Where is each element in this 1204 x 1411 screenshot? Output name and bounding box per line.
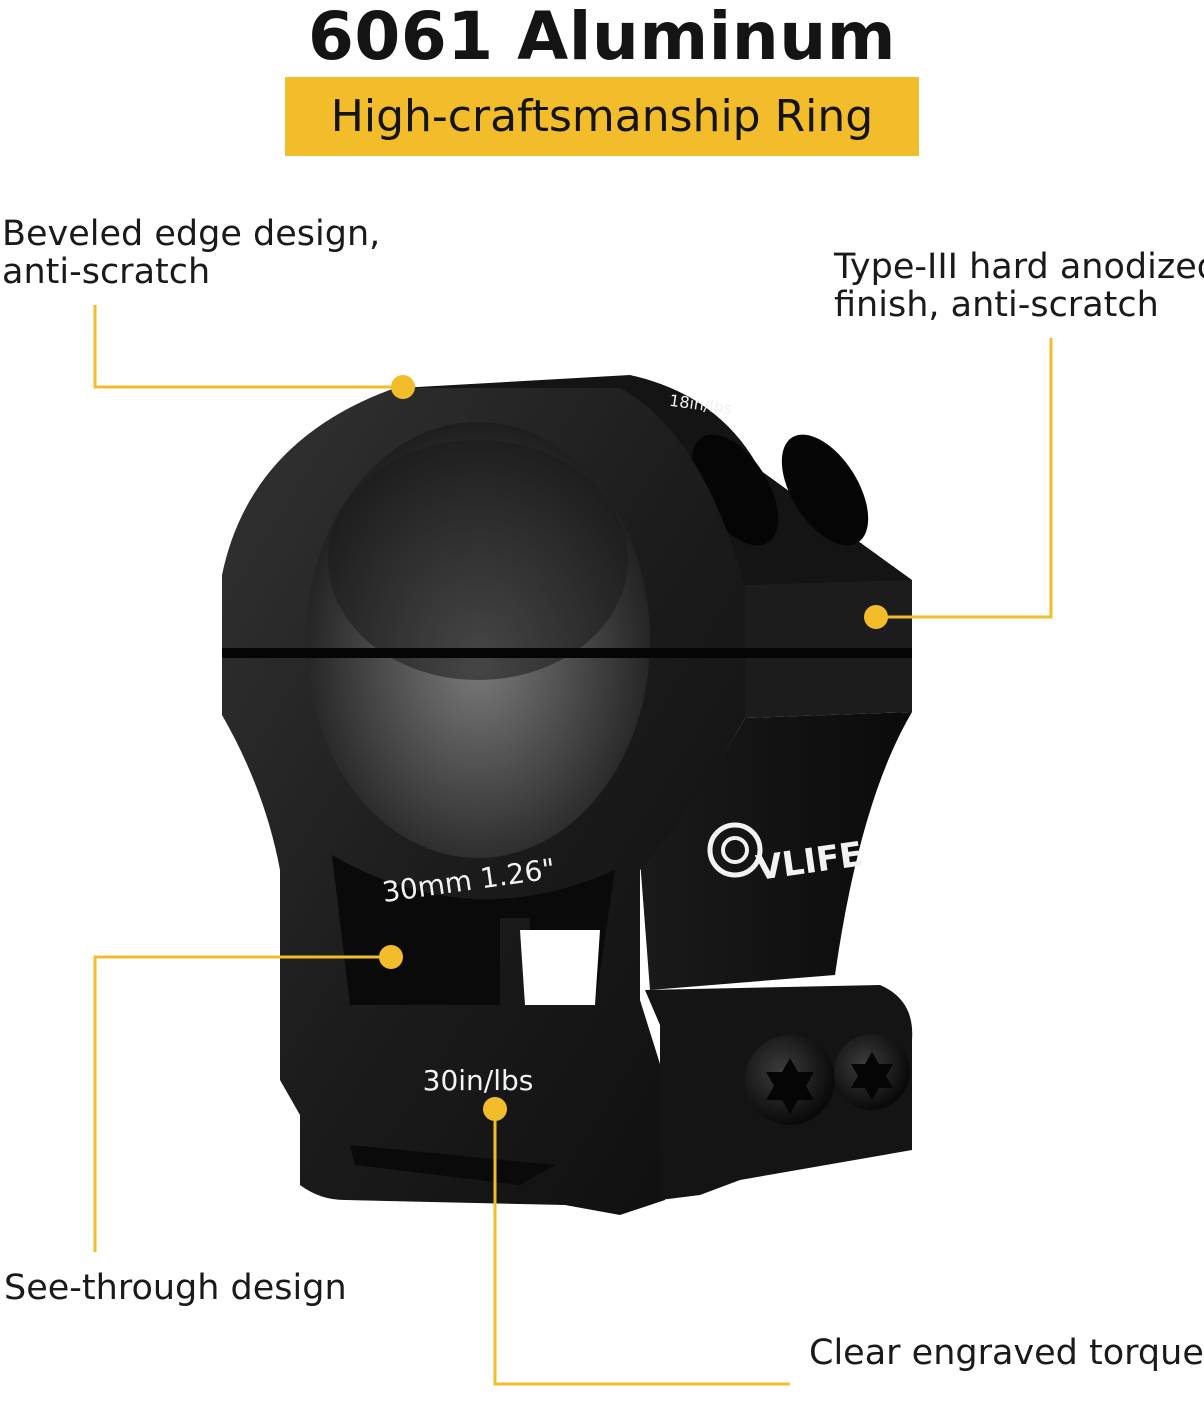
- callout-dot-icon: [864, 605, 888, 629]
- engraving-bottom-torque: 30in/lbs: [423, 1064, 534, 1097]
- subtitle-banner: High-craftsmanship Ring: [285, 77, 919, 156]
- ring-split-line: [222, 648, 912, 658]
- callout-leaders: [93, 305, 1053, 1386]
- leader-torque: [493, 1109, 790, 1386]
- callout-beveled-edge: Beveled edge design, anti-scratch: [2, 215, 380, 291]
- recoil-lug-groove: [350, 1145, 555, 1185]
- callout-beveled-line2: anti-scratch: [2, 252, 211, 292]
- callout-anodized-line2: finish, anti-scratch: [834, 285, 1159, 325]
- callout-dot-icon: [379, 945, 403, 969]
- page-title: 6061 Aluminum: [308, 0, 896, 75]
- callout-see-through: See-through design: [4, 1269, 347, 1307]
- leader-anodized: [876, 338, 1053, 619]
- brand-logo-icon: [707, 822, 763, 878]
- rail-clamp: [645, 985, 913, 1200]
- leader-see-through: [93, 955, 391, 1252]
- callout-dot-icon: [483, 1097, 507, 1121]
- callout-engraved-torque: Clear engraved torque: [809, 1334, 1204, 1372]
- top-bolt-slot-icon: [781, 434, 869, 546]
- callout-beveled-line1: Beveled edge design,: [2, 214, 381, 254]
- callout-see-through-line1: See-through design: [4, 1268, 347, 1308]
- callout-anodized-line1: Type-III hard anodized: [834, 247, 1204, 287]
- top-bolt-slot-icon: [691, 434, 779, 546]
- callout-anodized-finish: Type-III hard anodized finish, anti-scra…: [834, 248, 1204, 324]
- callout-dot-icon: [391, 375, 415, 399]
- callout-torque-line1: Clear engraved torque: [809, 1333, 1204, 1373]
- leader-beveled: [93, 305, 403, 389]
